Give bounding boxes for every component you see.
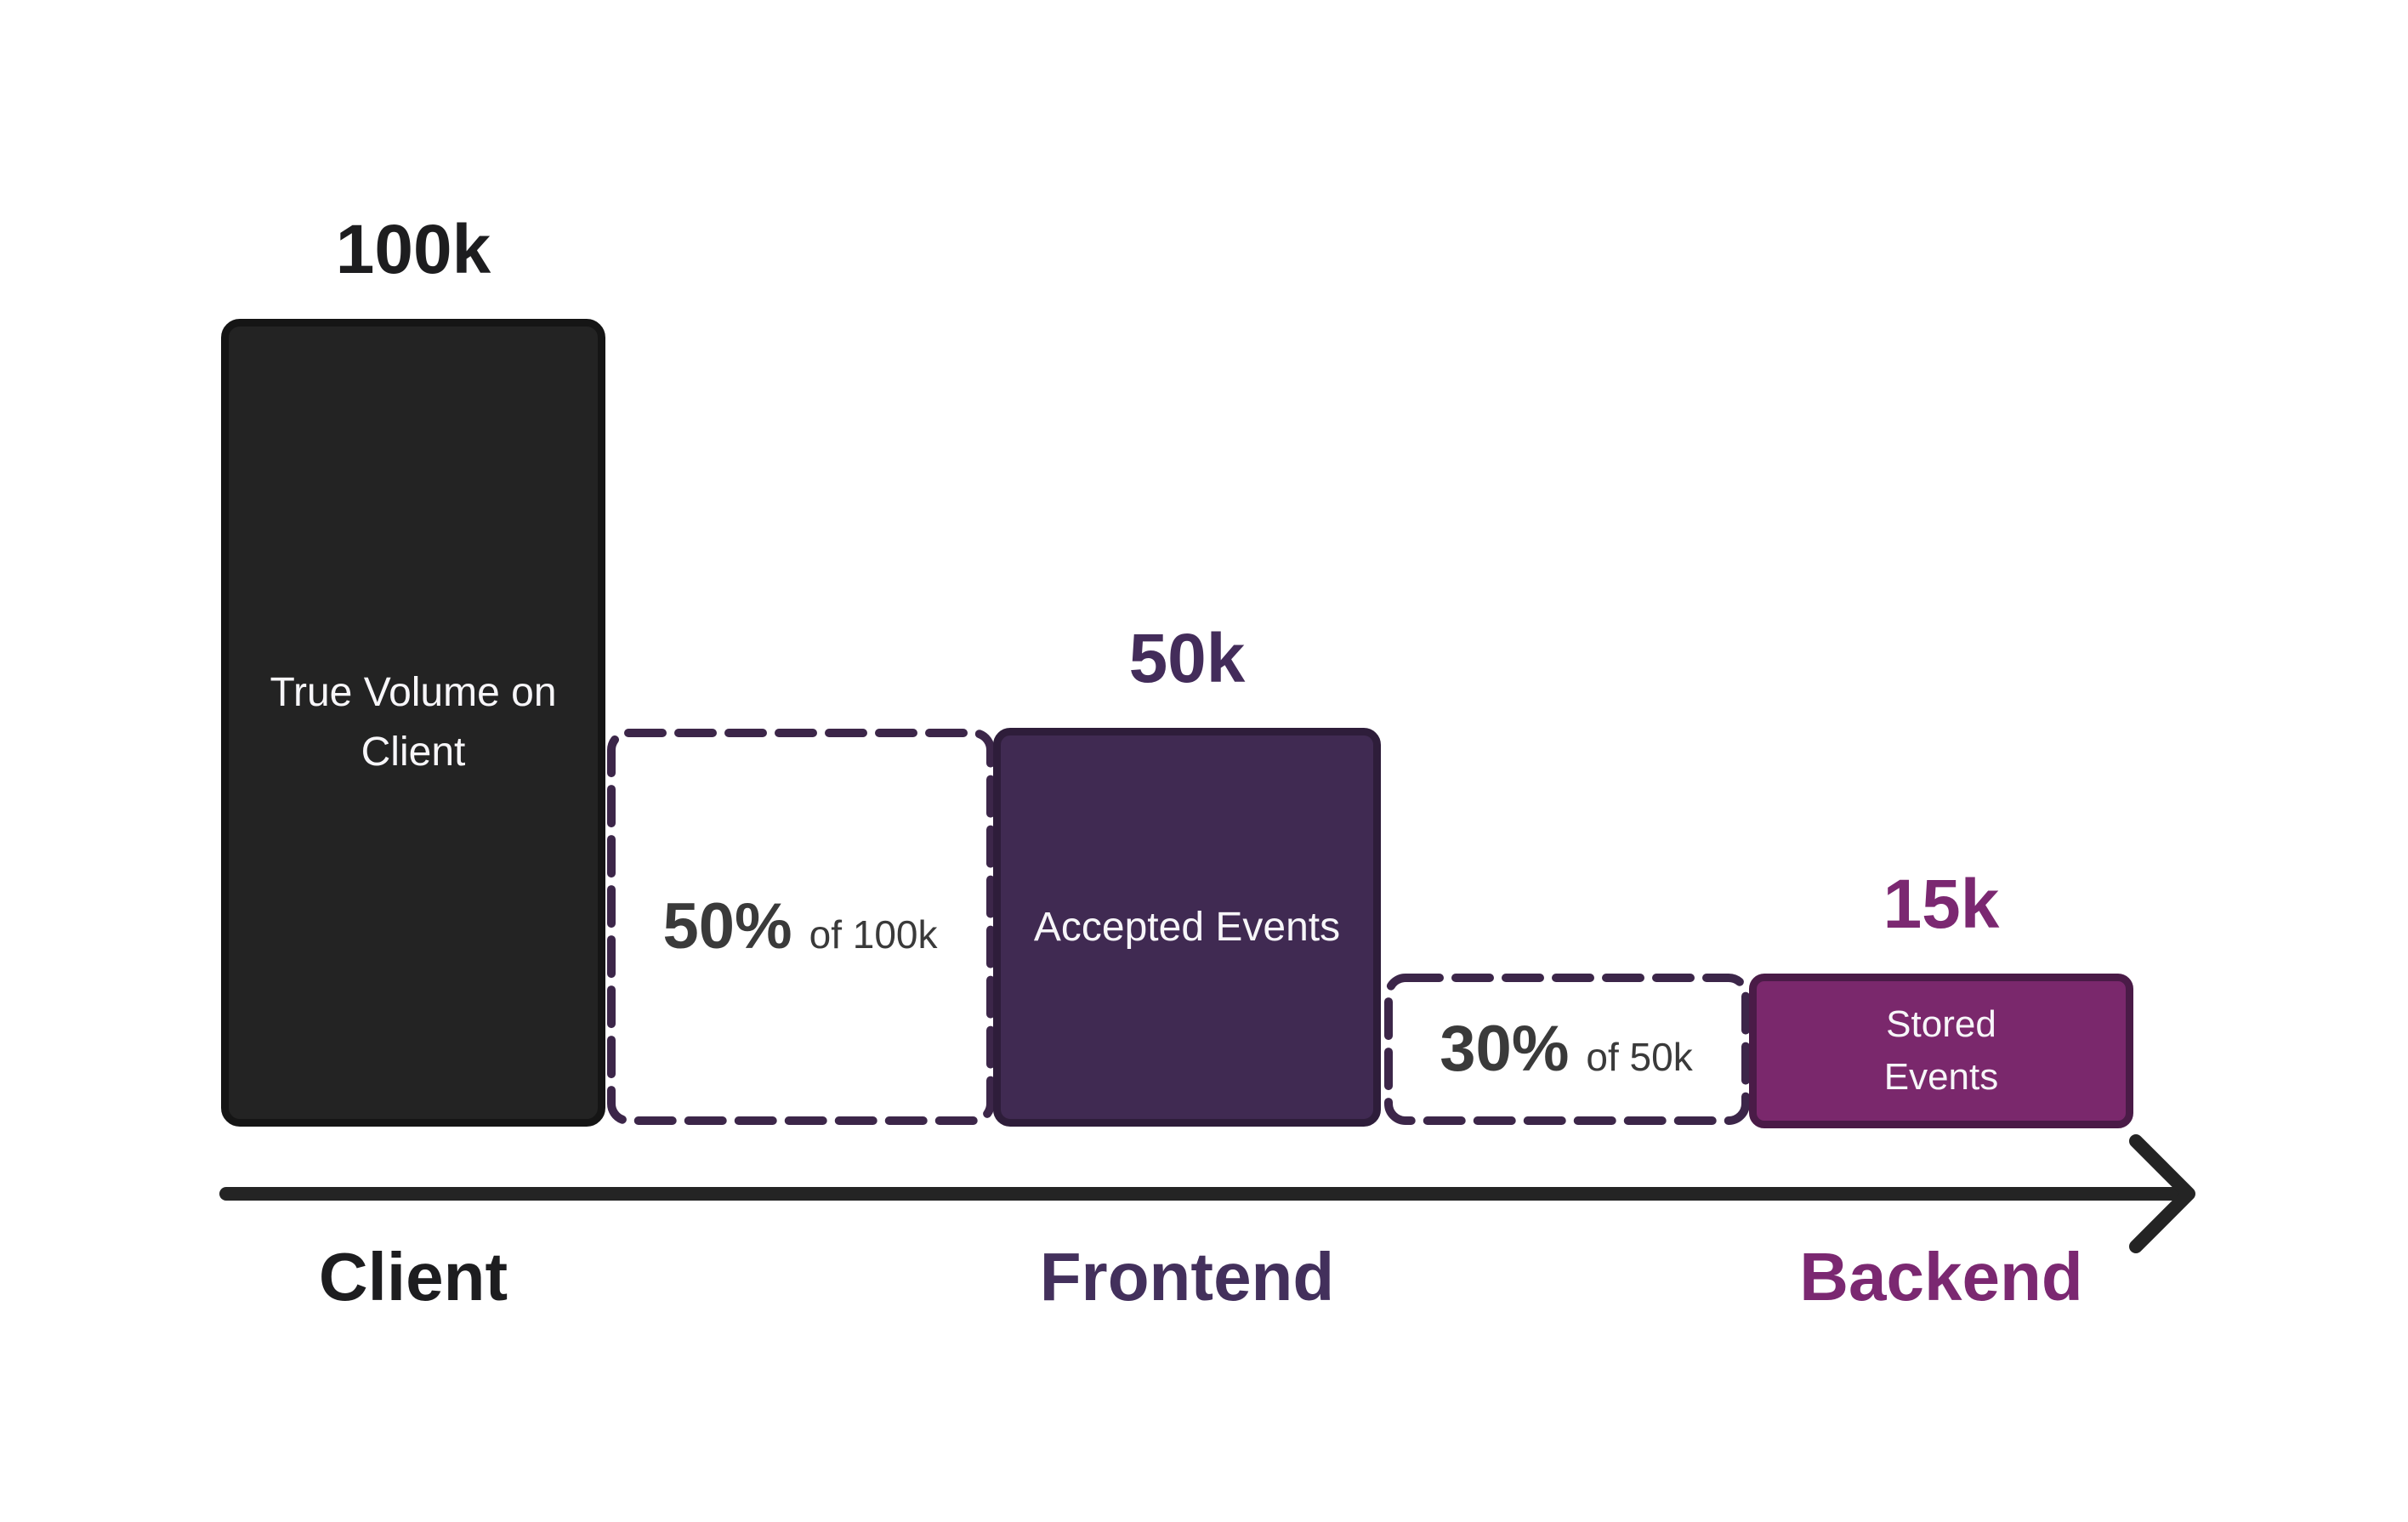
accepted-events-bar-label: Accepted Events [1033,904,1341,950]
backend-volume-value: 15k [1883,866,2000,943]
client-volume-bar: True Volume on Client [221,319,605,1127]
client-volume-bar-label: True Volume on Client [270,670,557,775]
loss-box-50pct-outline [607,729,995,1125]
loss-box-30pct-outline [1384,974,1750,1125]
drop-30pct-annotation: 30% of 50k [1384,974,1748,1124]
client-volume-value: 100k [335,211,491,288]
stored-events-bar: Stored Events [1749,974,2133,1128]
drop-30pct-value: 30% [1440,1013,1570,1085]
drop-30pct-text: 30% of 50k [1440,1017,1692,1082]
axis-label-frontend: Frontend [1039,1239,1335,1315]
stored-events-bar-label: Stored Events [1883,1003,1999,1098]
axis-label-backend: Backend [1799,1239,2083,1315]
drop-50pct-annotation: 50% of 100k [607,730,993,1124]
drop-50pct-text: 50% of 100k [662,894,937,959]
frontend-volume-value: 50k [1128,620,1246,697]
drop-50pct-basis: of 100k [809,912,938,957]
accepted-events-bar: Accepted Events [993,728,1381,1127]
axis-label-client: Client [318,1239,508,1315]
drop-30pct-basis: of 50k [1586,1035,1693,1079]
pipeline-arrow-head [2129,1134,2195,1253]
drop-50pct-value: 50% [662,890,792,963]
